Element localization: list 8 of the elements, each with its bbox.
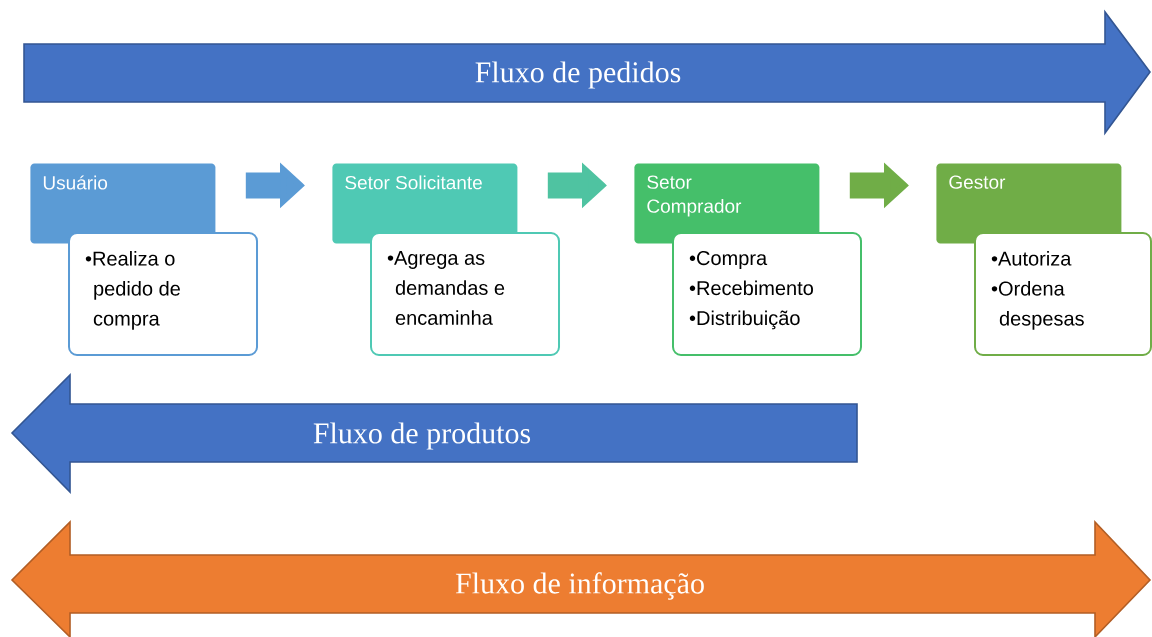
detail-box: •Compra •Recebimento •Distribuição <box>672 232 862 356</box>
detail-box: •Autoriza •Ordena despesas <box>974 232 1152 356</box>
detail-box: •Agrega as demandas e encaminha <box>370 232 560 356</box>
detail-box: •Realiza o pedido de compra <box>68 232 258 356</box>
step-box: Gestor <box>936 163 1122 244</box>
step-box: Usuário <box>30 163 216 244</box>
step-box: Setor Solicitante <box>332 163 518 244</box>
step-box: Setor Comprador <box>634 163 820 244</box>
